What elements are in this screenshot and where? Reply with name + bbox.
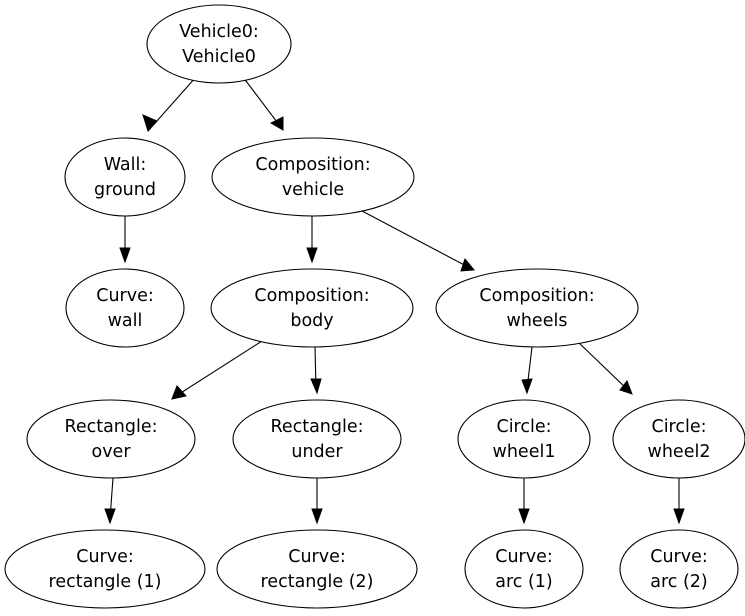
arrowhead-icon	[269, 116, 284, 131]
node-label-line2: body	[290, 311, 333, 331]
graph-node-curve_wall[interactable]: Curve: wall	[65, 268, 185, 348]
graph-node-curve_arc_2[interactable]: Curve: arc (2)	[619, 529, 739, 609]
node-label-line2: wheel1	[493, 442, 556, 462]
node-label-line2: ground	[94, 180, 156, 200]
graph-edge	[518, 478, 530, 525]
graph-node-curve_arc_1[interactable]: Curve: arc (1)	[464, 529, 584, 609]
graph-node-composition_body[interactable]: Composition: body	[210, 268, 414, 348]
node-label-line1: Curve:	[495, 547, 553, 567]
graph-edge	[142, 76, 197, 132]
node-label-line1: Rectangle:	[270, 417, 363, 437]
graph-edge	[521, 346, 533, 395]
graph-edge	[310, 346, 322, 395]
node-label-line1: Circle:	[496, 417, 551, 437]
node-ellipse[interactable]	[64, 137, 186, 217]
graph-edge	[576, 340, 633, 395]
graph-node-wall_ground[interactable]: Wall: ground	[64, 137, 186, 217]
graph-edge	[673, 478, 685, 525]
node-label-line1: Rectangle:	[64, 417, 157, 437]
nodes-layer: Vehicle0:Vehicle0Wall:groundComposition:…	[4, 4, 745, 609]
node-label-line2: wheel2	[648, 442, 711, 462]
graph-node-circle_wheel2[interactable]: Circle: wheel2	[612, 399, 745, 479]
node-ellipse[interactable]	[464, 529, 584, 609]
graph-edge	[171, 340, 263, 400]
graph-node-curve_rectangle_2[interactable]: Curve: rectangle (2)	[216, 529, 418, 609]
node-label-line1: Curve:	[96, 286, 154, 306]
graph-node-composition_wheels[interactable]: Composition: wheels	[435, 268, 639, 348]
edge-line	[361, 210, 471, 269]
graph-node-circle_wheel1[interactable]: Circle: wheel1	[457, 399, 591, 479]
node-label-line2: vehicle	[282, 180, 344, 200]
arrowhead-icon	[460, 257, 475, 272]
arrowhead-icon	[521, 378, 533, 395]
node-ellipse[interactable]	[211, 137, 415, 217]
node-ellipse[interactable]	[612, 399, 745, 479]
node-label-line1: Composition:	[255, 155, 370, 175]
node-ellipse[interactable]	[65, 268, 185, 348]
node-ellipse[interactable]	[232, 399, 402, 479]
node-ellipse[interactable]	[216, 529, 418, 609]
node-ellipse[interactable]	[26, 399, 196, 479]
arrowhead-icon	[119, 247, 131, 264]
node-label-line2: wheels	[507, 311, 568, 331]
arrowhead-icon	[104, 508, 116, 525]
node-label-line1: Composition:	[479, 286, 594, 306]
node-label-line2: Vehicle0	[182, 47, 256, 67]
node-label-line2: over	[91, 442, 131, 462]
node-ellipse[interactable]	[457, 399, 591, 479]
graph-edge	[311, 478, 323, 525]
node-label-line2: rectangle (2)	[261, 572, 374, 592]
edge-line	[576, 340, 630, 392]
node-ellipse[interactable]	[619, 529, 739, 609]
arrowhead-icon	[619, 379, 633, 395]
node-label-line2: arc (1)	[495, 572, 553, 592]
node-ellipse[interactable]	[146, 4, 292, 84]
node-label-line1: Wall:	[104, 155, 147, 175]
node-label-line1: Vehicle0:	[179, 22, 259, 42]
graph-node-rectangle_over[interactable]: Rectangle: over	[26, 399, 196, 479]
node-label-line1: Curve:	[650, 547, 708, 567]
arrowhead-icon	[171, 385, 187, 400]
graph-node-composition_vehicle[interactable]: Composition: vehicle	[211, 137, 415, 217]
arrowhead-icon	[142, 114, 158, 132]
graph-edge	[119, 216, 131, 264]
graph-node-rectangle_under[interactable]: Rectangle: under	[232, 399, 402, 479]
graph-node-curve_rectangle_1[interactable]: Curve: rectangle (1)	[4, 529, 206, 609]
node-label-line2: wall	[108, 311, 143, 331]
node-label-line2: under	[291, 442, 343, 462]
node-ellipse[interactable]	[4, 529, 206, 609]
arrowhead-icon	[311, 508, 323, 525]
arrowhead-icon	[310, 378, 322, 395]
graph-node-vehicle0[interactable]: Vehicle0: Vehicle0	[146, 4, 292, 84]
graph-edge	[104, 477, 116, 525]
node-label-line2: rectangle (1)	[49, 572, 162, 592]
graph-edge	[306, 216, 318, 264]
graph-edge	[361, 210, 475, 272]
node-ellipse[interactable]	[435, 268, 639, 348]
arrowhead-icon	[673, 508, 685, 525]
edge-line	[175, 340, 263, 397]
node-label-line1: Circle:	[651, 417, 706, 437]
node-label-line2: arc (2)	[650, 572, 708, 592]
node-label-line1: Composition:	[254, 286, 369, 306]
node-ellipse[interactable]	[210, 268, 414, 348]
node-label-line1: Curve:	[76, 547, 134, 567]
arrowhead-icon	[518, 508, 530, 525]
node-label-line1: Curve:	[288, 547, 346, 567]
edges-layer	[104, 76, 685, 525]
graph-edge	[242, 76, 284, 131]
arrowhead-icon	[306, 247, 318, 264]
